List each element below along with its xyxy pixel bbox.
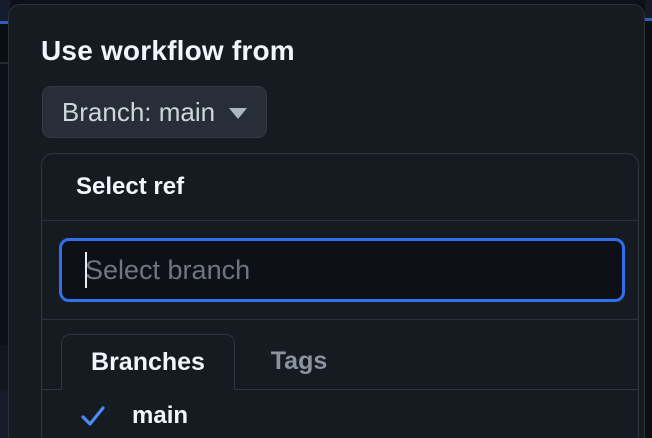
branch-selector-button[interactable]: Branch: main	[42, 86, 267, 138]
page-background-artifact	[0, 390, 9, 438]
tab-branches-label: Branches	[91, 348, 205, 376]
page-background-artifact	[645, 0, 652, 18]
ref-filter-section	[42, 221, 638, 320]
branch-list-item-main[interactable]: main	[42, 390, 638, 438]
dropdown-caret-icon	[229, 108, 248, 119]
page-background-artifact	[0, 62, 9, 64]
check-icon	[80, 403, 106, 429]
page-background-artifact	[0, 24, 9, 64]
tab-branches[interactable]: Branches	[61, 334, 235, 390]
select-ref-title: Select ref	[76, 173, 185, 200]
select-ref-panel: Select ref Branches Tags main	[41, 153, 639, 438]
branch-name: main	[132, 402, 189, 429]
text-cursor	[85, 252, 87, 288]
page-background-artifact	[0, 21, 10, 24]
page-background-artifact	[645, 21, 652, 438]
select-ref-header: Select ref	[42, 154, 638, 221]
page-background-artifact	[0, 0, 10, 22]
ref-tabs-nav: Branches Tags	[42, 320, 638, 390]
branch-selector-label: Branch: main	[61, 96, 216, 127]
page-background-artifact	[645, 18, 652, 21]
run-workflow-popover: Use workflow from Branch: main Select re…	[8, 4, 645, 438]
tab-tags[interactable]: Tags	[235, 333, 363, 389]
tab-tags-label: Tags	[270, 346, 328, 375]
use-workflow-from-heading: Use workflow from	[41, 35, 295, 66]
branch-list: main	[42, 390, 638, 438]
branch-search-input[interactable]	[59, 238, 625, 302]
